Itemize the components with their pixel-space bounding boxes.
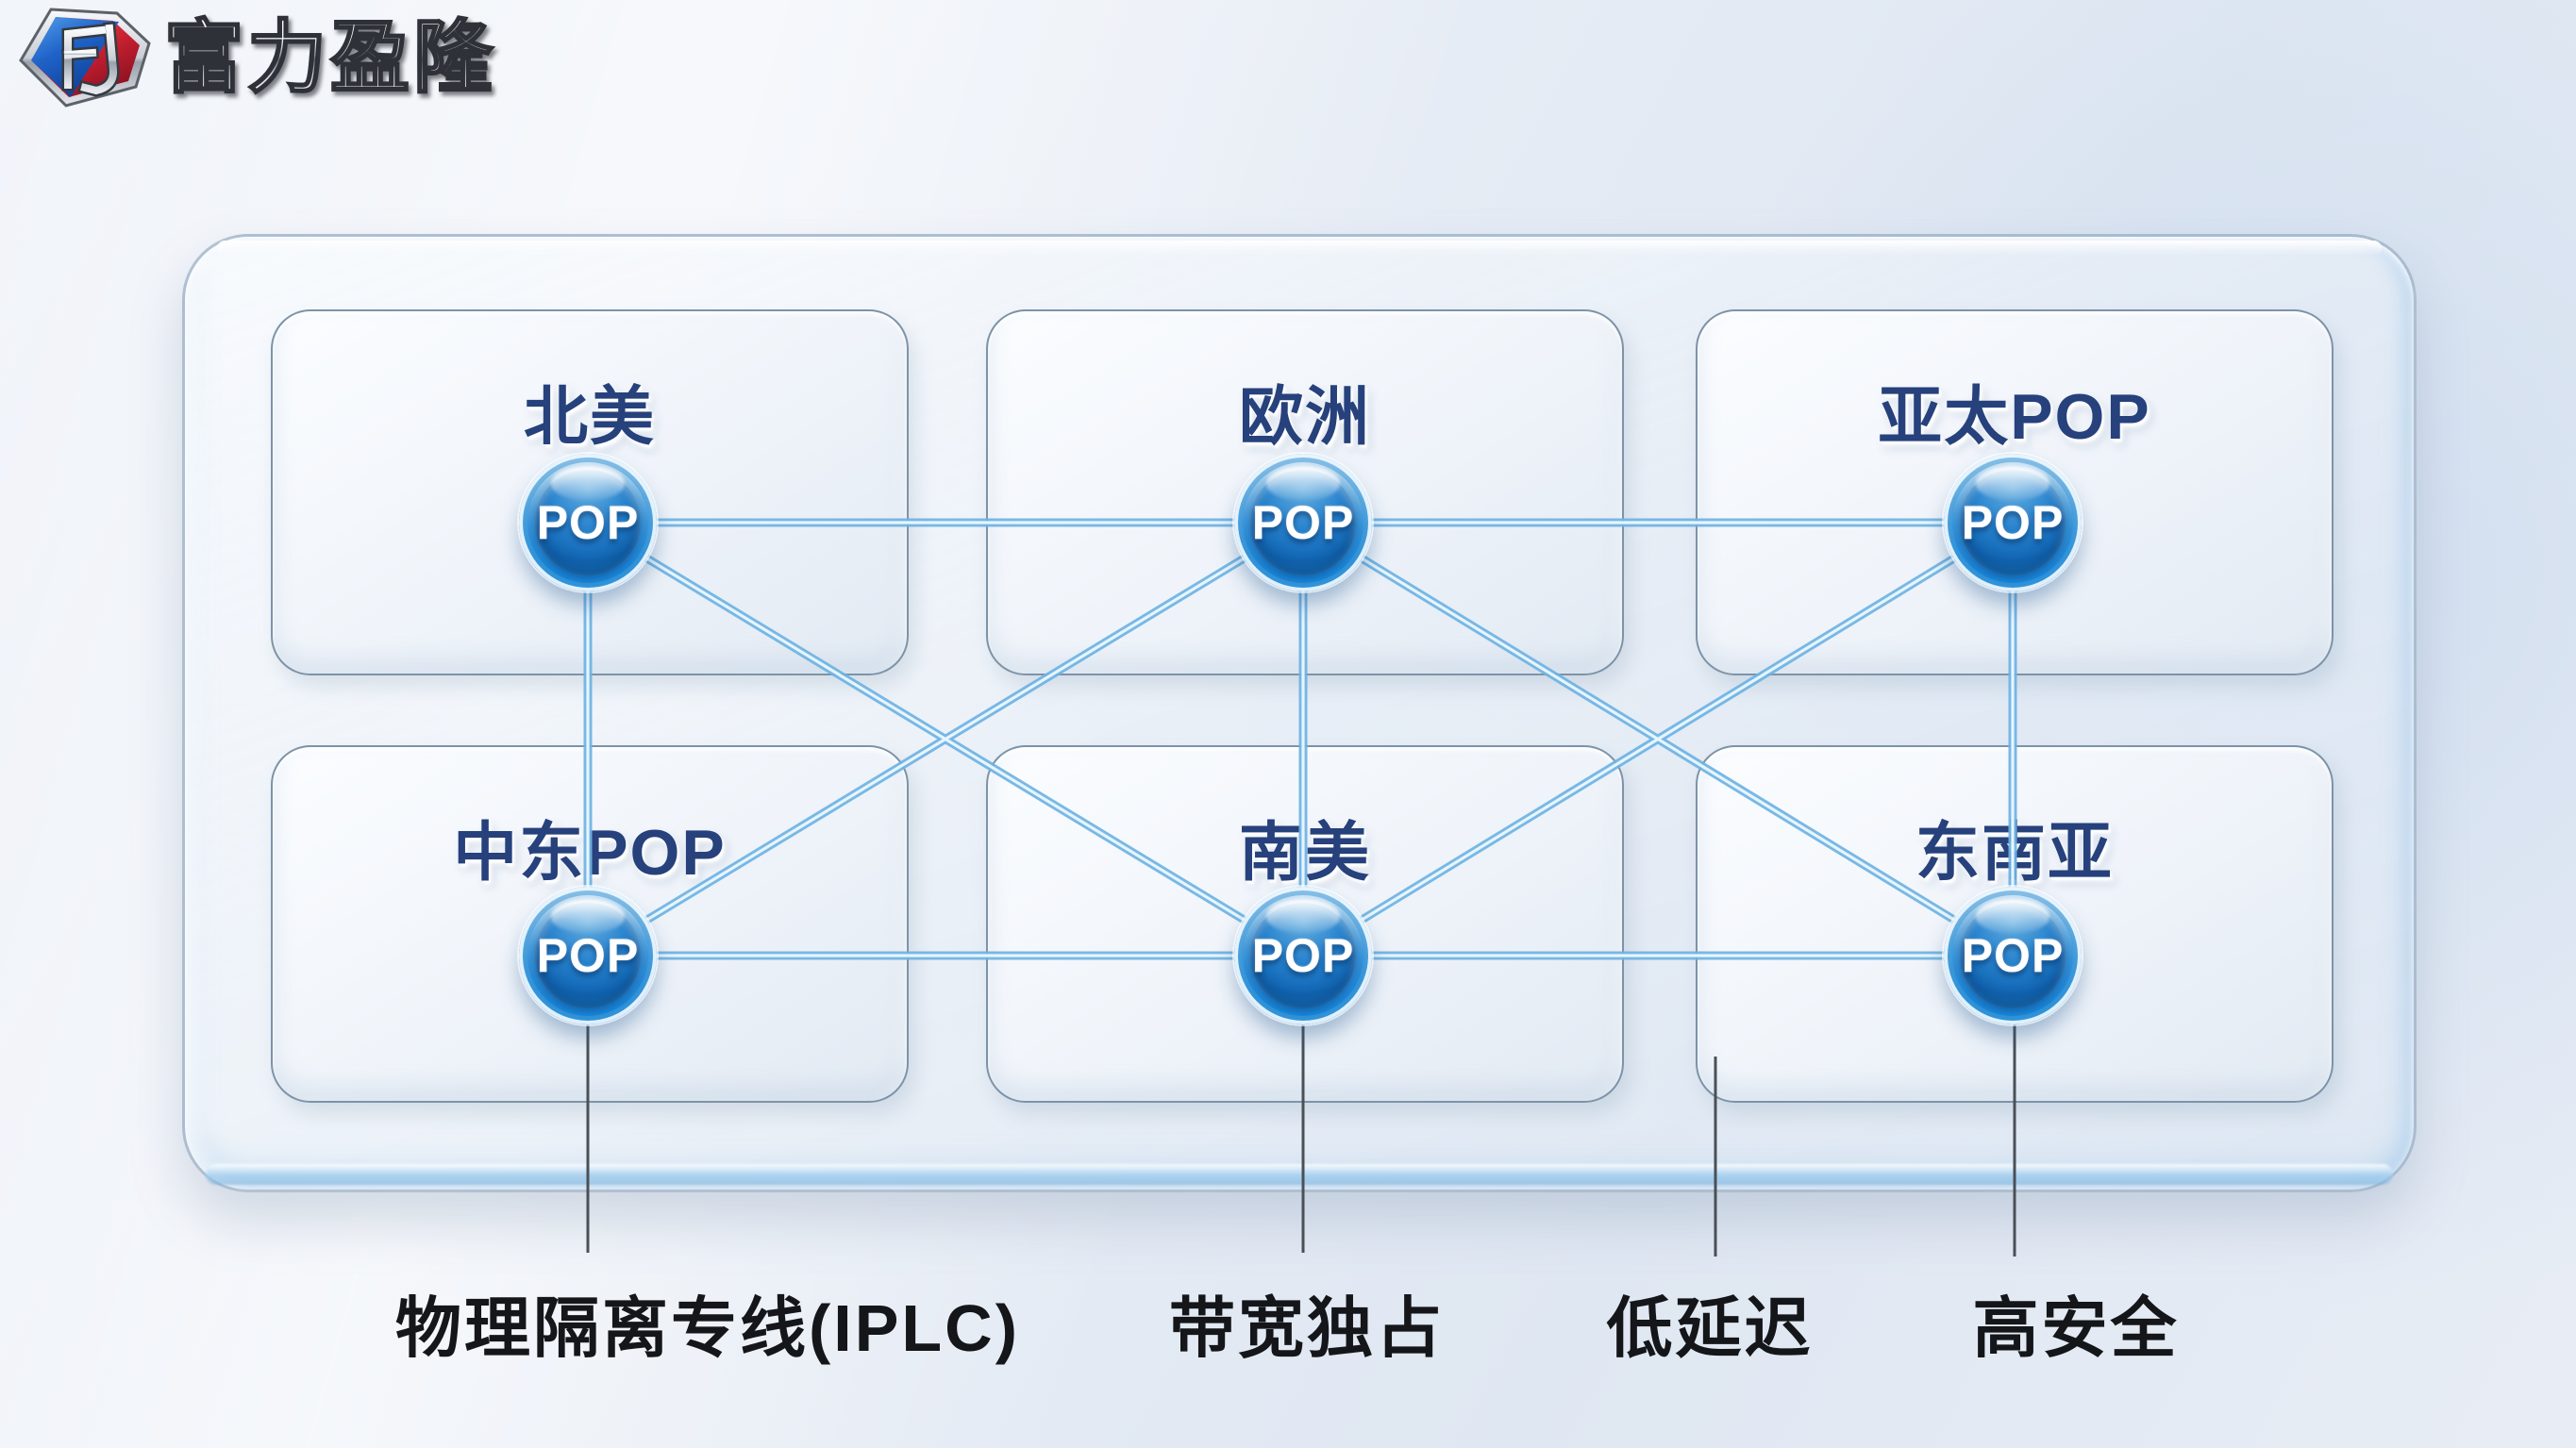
pop-node-label: POP <box>1961 496 2065 549</box>
pop-node-label: POP <box>1251 496 1355 549</box>
pop-node-label: POP <box>536 496 640 549</box>
feature-label-security: 高安全 <box>1972 1291 2180 1365</box>
pop-node-south-america: POP <box>1234 887 1372 1024</box>
feature-pointer-lines <box>586 1024 2016 1257</box>
pop-node-label: POP <box>1251 929 1355 982</box>
feature-label-latency: 低延迟 <box>1606 1291 1814 1365</box>
pop-node-southeast-asia: POP <box>1944 887 2082 1024</box>
pop-node-middle-east: POP <box>519 887 657 1024</box>
fj-hexagon-logo-icon <box>19 8 151 108</box>
brand-name: 富力盈隆 <box>163 12 497 102</box>
pop-node-label: POP <box>1961 929 2065 982</box>
region-label: 亚太POP <box>1878 381 2151 453</box>
pop-node-north-america: POP <box>519 454 657 591</box>
brand: 富力盈隆 <box>13 6 496 109</box>
pop-node-label: POP <box>536 929 640 982</box>
pop-node-asia-pacific: POP <box>1944 454 2082 591</box>
pop-node-europe: POP <box>1234 454 1372 591</box>
